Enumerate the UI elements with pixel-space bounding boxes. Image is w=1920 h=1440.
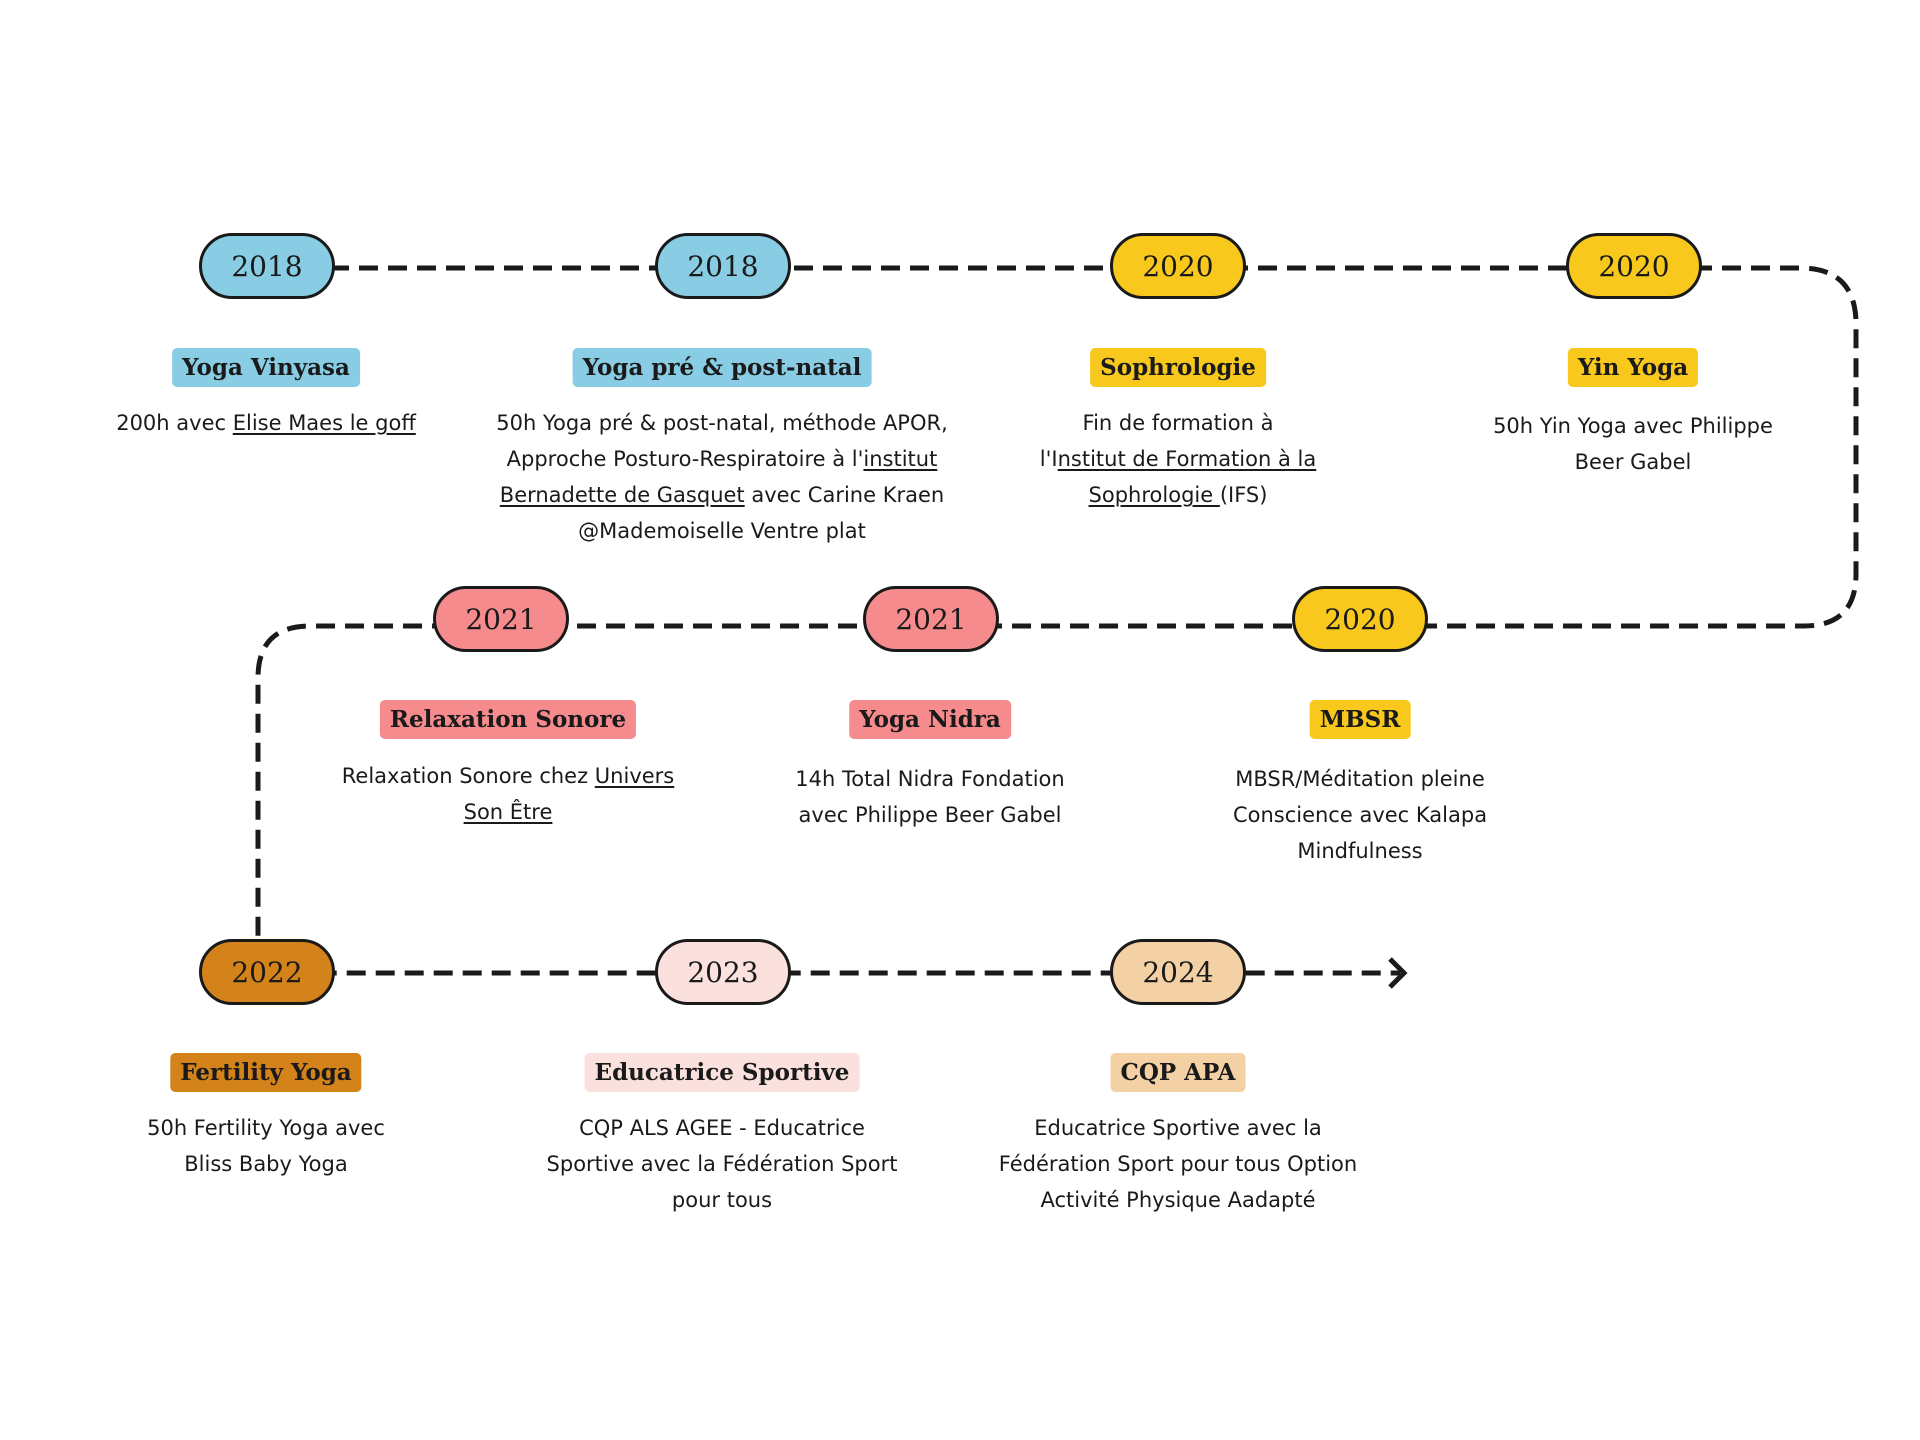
dashed-connector-line [255, 265, 1859, 976]
desc-line: MBSR/Méditation pleine [1233, 761, 1487, 797]
desc-text: pour tous [671, 1188, 773, 1212]
year-pill-2: 2018 [655, 233, 791, 299]
desc-text: Fin de formation à [1082, 411, 1274, 435]
arrow-head-icon [1388, 957, 1408, 989]
desc-text: Mindfulness [1297, 839, 1423, 863]
year-pill-4: 2020 [1566, 233, 1702, 299]
milestone-desc-1: 200h avec Elise Maes le goff [116, 405, 416, 441]
desc-line: 50h Yin Yoga avec Philippe [1493, 408, 1773, 444]
desc-line: @Mademoiselle Ventre plat [496, 513, 948, 549]
year-pill-3: 2020 [1110, 233, 1246, 299]
desc-line: 50h Fertility Yoga avec [147, 1110, 385, 1146]
desc-text: l'I [1039, 447, 1058, 471]
desc-line: pour tous [547, 1182, 898, 1218]
milestone-title-10: CQP APA [1110, 1053, 1246, 1092]
milestone-desc-3: Fin de formation à l'Institut de Formatio… [1040, 405, 1316, 513]
milestone-title-2: Yoga pré & post-natal [572, 348, 872, 387]
desc-text: (IFS) [1219, 483, 1268, 507]
desc-link[interactable]: institut [863, 447, 938, 471]
year-pill-10: 2024 [1110, 939, 1246, 1005]
desc-line: Activité Physique Aadapté [999, 1182, 1357, 1218]
year-pill-5: 2020 [1292, 586, 1428, 652]
desc-line: Relaxation Sonore chez Univers [342, 758, 674, 794]
desc-text: Relaxation Sonore chez [341, 764, 595, 788]
desc-line: Son Être [342, 794, 674, 830]
desc-text: MBSR/Méditation pleine [1235, 767, 1485, 791]
milestone-title-1: Yoga Vinyasa [172, 348, 360, 387]
desc-text: Activité Physique Aadapté [1040, 1188, 1316, 1212]
desc-line: avec Philippe Beer Gabel [795, 797, 1064, 833]
desc-line: Bernadette de Gasquet avec Carine Kraen [496, 477, 948, 513]
milestone-desc-2: 50h Yoga pré & post-natal, méthode APOR,… [496, 405, 948, 549]
milestone-title-4: Yin Yoga [1567, 348, 1699, 387]
desc-link[interactable]: Son Être [463, 800, 553, 824]
desc-text: avec Philippe Beer Gabel [798, 803, 1062, 827]
desc-line: 200h avec Elise Maes le goff [116, 405, 416, 441]
milestone-desc-6: 14h Total Nidra Fondation avec Philippe B… [795, 761, 1064, 833]
desc-text: 14h Total Nidra Fondation [795, 767, 1065, 791]
desc-text: Sportive avec la Fédération Sport [546, 1152, 898, 1176]
desc-link[interactable]: Bernadette de Gasquet [499, 483, 745, 507]
milestone-title-7: Relaxation Sonore [379, 700, 637, 739]
desc-text: 50h Yin Yoga avec Philippe [1493, 414, 1773, 438]
desc-text: Educatrice Sportive avec la [1034, 1116, 1322, 1140]
year-pill-7: 2021 [433, 586, 569, 652]
desc-link[interactable]: Sophrologie [1088, 483, 1220, 507]
milestone-title-5: MBSR [1309, 700, 1411, 739]
year-pill-8: 2022 [199, 939, 335, 1005]
desc-line: Fédération Sport pour tous Option [999, 1146, 1357, 1182]
desc-text: avec Carine Kraen [744, 483, 945, 507]
desc-text: Beer Gabel [1574, 450, 1692, 474]
desc-text: 200h avec [116, 411, 233, 435]
desc-line: l'Institut de Formation à la [1040, 441, 1316, 477]
desc-line: Bliss Baby Yoga [147, 1146, 385, 1182]
desc-line: CQP ALS AGEE - Educatrice [547, 1110, 898, 1146]
desc-line: Approche Posturo-Respiratoire à l'instit… [496, 441, 948, 477]
year-pill-9: 2023 [655, 939, 791, 1005]
desc-line: Beer Gabel [1493, 444, 1773, 480]
desc-text: Fédération Sport pour tous Option [998, 1152, 1358, 1176]
desc-text: CQP ALS AGEE - Educatrice [579, 1116, 865, 1140]
desc-text: 50h Yoga pré & post-natal, méthode APOR, [496, 411, 948, 435]
year-pill-1: 2018 [199, 233, 335, 299]
milestone-title-8: Fertility Yoga [170, 1053, 362, 1092]
desc-text: Bliss Baby Yoga [184, 1152, 348, 1176]
desc-text: Conscience avec Kalapa [1232, 803, 1488, 827]
milestone-title-9: Educatrice Sportive [584, 1053, 860, 1092]
desc-line: 50h Yoga pré & post-natal, méthode APOR, [496, 405, 948, 441]
desc-text: Approche Posturo-Respiratoire à l' [506, 447, 864, 471]
desc-line: Fin de formation à [1040, 405, 1316, 441]
milestone-title-3: Sophrologie [1090, 348, 1266, 387]
desc-link[interactable]: Elise Maes le goff [232, 411, 416, 435]
desc-line: Mindfulness [1233, 833, 1487, 869]
desc-text: 50h Fertility Yoga avec [147, 1116, 385, 1140]
desc-line: 14h Total Nidra Fondation [795, 761, 1064, 797]
desc-link[interactable]: Univers [594, 764, 675, 788]
desc-line: Conscience avec Kalapa [1233, 797, 1487, 833]
year-pill-6: 2021 [863, 586, 999, 652]
desc-link[interactable]: nstitut de Formation à la [1057, 447, 1317, 471]
desc-text: @Mademoiselle Ventre plat [578, 519, 866, 543]
desc-line: Educatrice Sportive avec la [999, 1110, 1357, 1146]
desc-line: Sportive avec la Fédération Sport [547, 1146, 898, 1182]
milestone-desc-10: Educatrice Sportive avec la Fédération Sp… [999, 1110, 1357, 1218]
milestone-title-6: Yoga Nidra [849, 700, 1011, 739]
desc-line: Sophrologie (IFS) [1040, 477, 1316, 513]
